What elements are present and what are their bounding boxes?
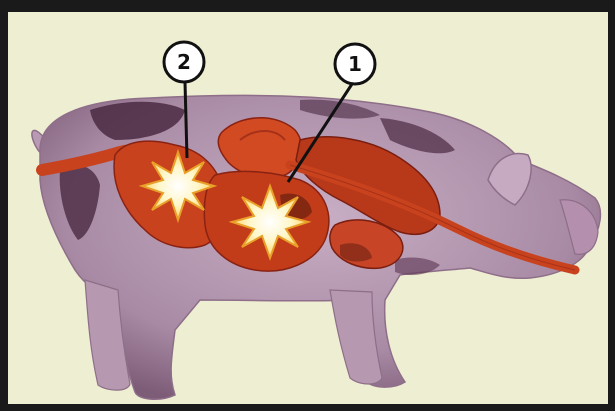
callout-1: 1 — [335, 44, 375, 84]
burst-marker-1 — [232, 186, 308, 258]
callout-2: 2 — [164, 42, 204, 82]
leader-line-2 — [185, 82, 187, 158]
callout-2-label: 2 — [177, 50, 191, 74]
burst-marker-2 — [142, 152, 214, 220]
callout-1-label: 1 — [348, 52, 362, 76]
